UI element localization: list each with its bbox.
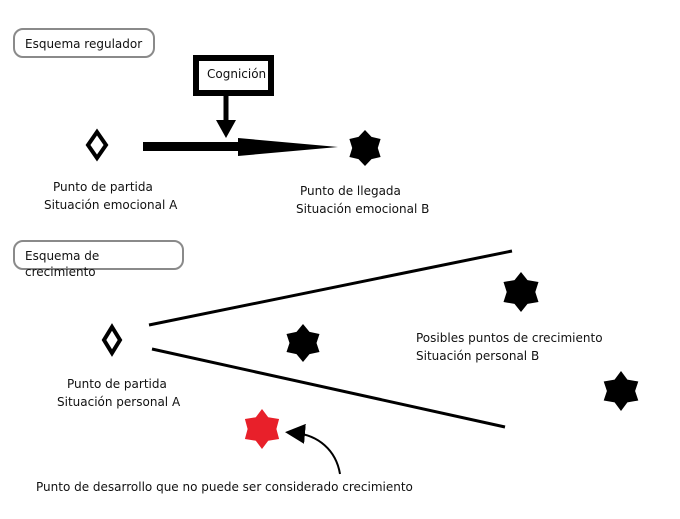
growth-points-title: Posibles puntos de crecimiento (416, 331, 603, 345)
cognition-box: Cognición (193, 55, 274, 96)
start-point-label: Punto de partida Situación emocional A (44, 178, 177, 214)
cognition-label: Cognición (207, 67, 267, 81)
growth-points-situation: Situación personal B (416, 349, 540, 363)
growth-points-label: Posibles puntos de crecimiento Situación… (416, 329, 603, 365)
start-diamond-icon (85, 128, 109, 162)
growth-cone-upper-line (148, 249, 513, 327)
regulation-arrow-head (238, 138, 338, 156)
cognition-arrow-head (216, 120, 236, 138)
regulation-schema-title-text: Esquema regulador (25, 37, 143, 51)
start-point-title: Punto de partida (53, 180, 153, 194)
regulation-schema-title: Esquema regulador (13, 28, 155, 58)
non-growth-note: Punto de desarrollo que no puede ser con… (36, 480, 413, 494)
start-point-situation: Situación emocional A (44, 198, 178, 212)
growth-start-diamond-icon (101, 323, 123, 357)
growth-start-situation: Situación personal A (57, 395, 181, 409)
growth-schema-title: Esquema de crecimiento (13, 240, 184, 279)
growth-star-icon-top (503, 272, 539, 312)
growth-start-label: Punto de partida Situación personal A (57, 375, 180, 411)
non-growth-star-icon (244, 409, 280, 449)
end-star-icon (349, 130, 381, 166)
curved-pointer-arrow (285, 423, 341, 475)
end-point-title: Punto de llegada (300, 184, 401, 198)
growth-start-title: Punto de partida (67, 377, 167, 391)
regulation-arrow-shaft (143, 142, 243, 151)
growth-star-icon-bottom (603, 371, 639, 411)
growth-cone-lower-line (151, 347, 506, 429)
end-point-label: Punto de llegada Situación emocional B (296, 182, 429, 218)
end-point-situation: Situación emocional B (296, 202, 430, 216)
growth-star-icon-inner (286, 324, 320, 362)
growth-schema-title-text: Esquema de crecimiento (25, 249, 100, 279)
